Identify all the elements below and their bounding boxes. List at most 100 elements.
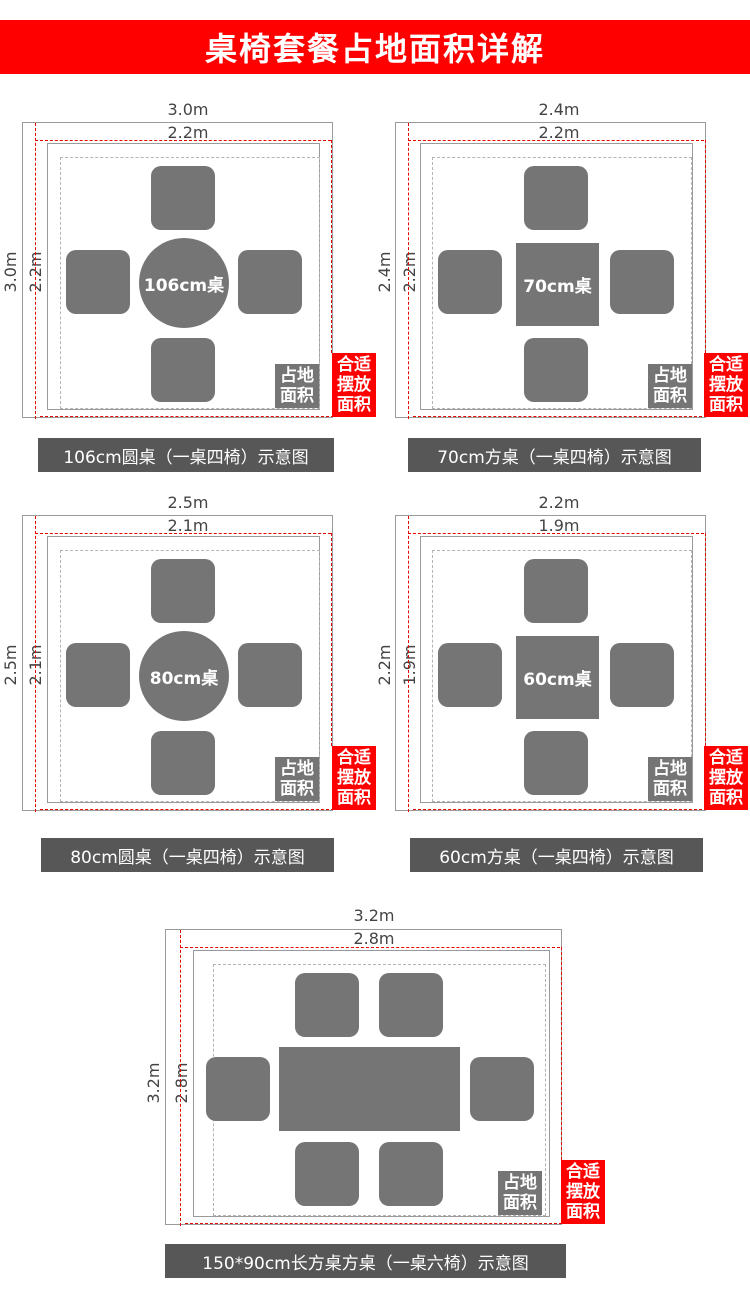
fit-tag-line-2: 摆放 <box>337 375 371 395</box>
red-guide-top <box>180 947 560 948</box>
outer-width-label: 2.5m <box>167 493 209 512</box>
chair-top <box>151 559 215 623</box>
diagram-caption: 70cm方桌（一桌四椅）示意图 <box>408 438 701 472</box>
red-guide-right <box>331 533 332 746</box>
red-guide-left <box>180 930 181 1226</box>
outer-width-label: 2.2m <box>538 493 580 512</box>
red-guide-right <box>705 533 706 746</box>
area-tag: 占地 面积 <box>648 364 692 408</box>
page-title-banner: 桌椅套餐占地面积详解 <box>0 20 750 74</box>
chair-bottom <box>151 731 215 795</box>
fit-tag-line-3: 面积 <box>337 788 371 808</box>
round-table: 80cm桌 <box>139 631 229 721</box>
diagram-caption: 106cm圆桌（一桌四椅）示意图 <box>38 438 334 472</box>
red-guide-top <box>35 140 331 141</box>
inner-width-label: 2.8m <box>353 929 395 948</box>
inner-width-label: 2.2m <box>167 123 209 142</box>
red-guide-top <box>35 533 331 534</box>
chair-bottom-right <box>379 1142 443 1206</box>
fit-tag-line-3: 面积 <box>709 788 743 808</box>
red-guide-top <box>408 533 704 534</box>
fit-tag-line-2: 摆放 <box>709 375 743 395</box>
fit-area-tag: 合适 摆放 面积 <box>704 746 748 810</box>
chair-left <box>66 643 130 707</box>
area-tag: 占地 面积 <box>275 757 319 801</box>
area-tag-line-2: 面积 <box>280 779 314 799</box>
area-tag-line-1: 占地 <box>653 759 687 779</box>
outer-frame <box>22 515 333 811</box>
chair-bottom <box>524 731 588 795</box>
diagram-caption: 150*90cm长方桌方桌（一桌六椅）示意图 <box>165 1244 566 1278</box>
area-tag-line-2: 面积 <box>653 779 687 799</box>
red-guide-right <box>561 947 562 1160</box>
chair-top-right <box>379 973 443 1037</box>
seat-frame <box>60 550 320 802</box>
area-tag-line-1: 占地 <box>280 366 314 386</box>
area-tag-line-2: 面积 <box>653 386 687 406</box>
fit-tag-line-1: 合适 <box>337 355 371 375</box>
fit-area-tag: 合适 摆放 面积 <box>332 353 376 417</box>
fit-tag-line-3: 面积 <box>337 395 371 415</box>
area-tag-line-1: 占地 <box>280 759 314 779</box>
seat-frame <box>60 157 320 409</box>
area-tag: 占地 面积 <box>498 1171 542 1215</box>
chair-left <box>438 643 502 707</box>
chair-right <box>610 250 674 314</box>
inner-frame <box>420 143 693 410</box>
rectangular-table <box>279 1047 460 1131</box>
red-guide-top <box>408 140 704 141</box>
red-guide-right <box>705 140 706 353</box>
chair-top <box>151 166 215 230</box>
seat-frame <box>432 157 692 409</box>
red-guide-bottom <box>40 416 334 417</box>
outer-frame <box>22 122 333 418</box>
outer-width-label: 3.2m <box>353 906 395 925</box>
red-guide-left <box>35 123 36 419</box>
red-guide-bottom <box>185 1223 562 1224</box>
chair-left <box>438 250 502 314</box>
fit-tag-line-3: 面积 <box>566 1202 600 1222</box>
chair-bottom <box>151 338 215 402</box>
red-guide-bottom <box>40 809 334 810</box>
outer-width-label: 3.0m <box>167 100 209 119</box>
red-guide-left <box>408 123 409 419</box>
red-guide-left <box>35 516 36 812</box>
outer-width-label: 2.4m <box>538 100 580 119</box>
red-guide-bottom <box>413 809 707 810</box>
outer-height-label: 3.2m <box>144 1062 163 1104</box>
outer-height-label: 2.4m <box>375 251 394 293</box>
fit-tag-line-2: 摆放 <box>337 768 371 788</box>
fit-area-tag: 合适 摆放 面积 <box>561 1160 605 1224</box>
outer-height-label: 2.2m <box>375 644 394 686</box>
fit-tag-line-3: 面积 <box>709 395 743 415</box>
chair-left <box>66 250 130 314</box>
red-guide-right <box>331 140 332 353</box>
chair-right <box>610 643 674 707</box>
fit-tag-line-2: 摆放 <box>709 768 743 788</box>
area-tag-line-1: 占地 <box>503 1173 537 1193</box>
chair-top <box>524 559 588 623</box>
area-tag-line-2: 面积 <box>280 386 314 406</box>
chair-left <box>206 1057 270 1121</box>
chair-right <box>470 1057 534 1121</box>
area-tag: 占地 面积 <box>648 757 692 801</box>
diagram-caption: 60cm方桌（一桌四椅）示意图 <box>410 838 703 872</box>
outer-height-label: 2.5m <box>1 644 20 686</box>
chair-right <box>238 250 302 314</box>
fit-tag-line-1: 合适 <box>337 748 371 768</box>
area-tag-line-1: 占地 <box>653 366 687 386</box>
area-tag-line-2: 面积 <box>503 1193 537 1213</box>
square-table: 60cm桌 <box>516 636 599 719</box>
chair-top <box>524 166 588 230</box>
red-guide-bottom <box>413 416 707 417</box>
fit-tag-line-2: 摆放 <box>566 1182 600 1202</box>
chair-bottom-left <box>295 1142 359 1206</box>
chair-bottom <box>524 338 588 402</box>
fit-tag-line-1: 合适 <box>709 748 743 768</box>
chair-right <box>238 643 302 707</box>
square-table: 70cm桌 <box>516 243 599 326</box>
red-guide-left <box>408 516 409 812</box>
fit-tag-line-1: 合适 <box>566 1162 600 1182</box>
outer-height-label: 3.0m <box>1 251 20 293</box>
inner-width-label: 2.1m <box>167 516 209 535</box>
